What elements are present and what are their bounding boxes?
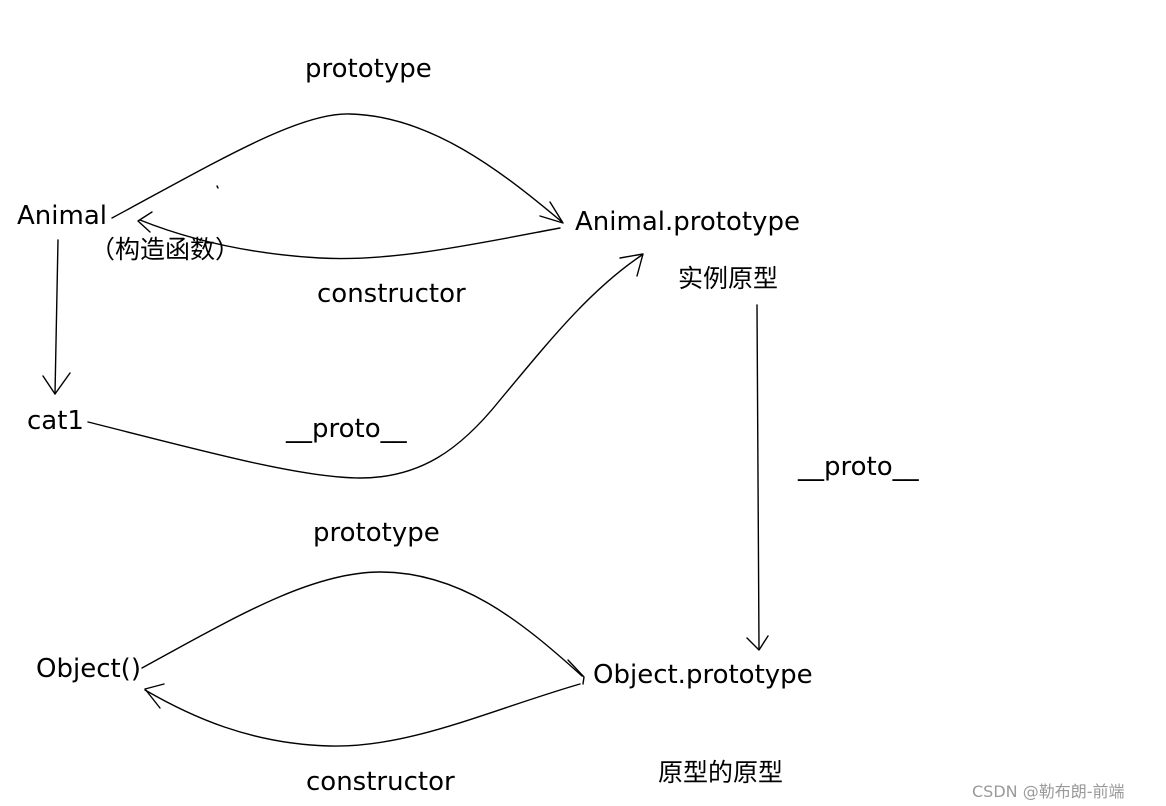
node-object-prototype-note: 原型的原型 bbox=[658, 758, 784, 787]
arrowhead-animal-cat1 bbox=[42, 372, 71, 395]
edge-prototype-chain bbox=[756, 304, 760, 649]
edge-animal-constructor bbox=[139, 219, 561, 260]
edge-label-prototype-chain: __proto__ bbox=[798, 452, 919, 482]
stray-mark bbox=[216, 185, 219, 189]
arrowhead-animal-constructor bbox=[137, 211, 153, 233]
arrowhead-cat1-proto bbox=[619, 253, 644, 277]
edge-object-prototype bbox=[141, 571, 583, 677]
edge-label-object-prototype: prototype bbox=[313, 518, 440, 548]
node-object-ctor: Object() bbox=[36, 654, 141, 684]
node-animal-prototype: Animal.prototype bbox=[575, 207, 800, 237]
node-animal-prototype-note: 实例原型 bbox=[678, 264, 779, 293]
edge-label-object-constructor: constructor bbox=[306, 767, 455, 797]
node-animal-note: （构造函数） bbox=[90, 235, 241, 264]
arrowhead-object-constructor bbox=[144, 683, 165, 709]
edge-animal-cat1 bbox=[54, 239, 59, 395]
arrowhead-object-prototype bbox=[567, 659, 585, 685]
node-animal: Animal bbox=[17, 201, 107, 231]
edge-label-cat1-proto: __proto__ bbox=[286, 414, 407, 444]
arrowhead-animal-prototype bbox=[539, 201, 564, 224]
node-object-prototype: Object.prototype bbox=[593, 660, 813, 690]
watermark: CSDN @勒布朗-前端 bbox=[972, 782, 1125, 801]
edge-label-animal-prototype: prototype bbox=[305, 54, 432, 84]
edge-animal-prototype bbox=[111, 113, 563, 223]
edge-object-constructor bbox=[144, 683, 581, 747]
edge-label-animal-constructor: constructor bbox=[317, 279, 466, 309]
node-cat1: cat1 bbox=[27, 406, 84, 436]
arrowhead-prototype-chain bbox=[746, 635, 769, 651]
edge-cat1-proto bbox=[87, 254, 643, 479]
